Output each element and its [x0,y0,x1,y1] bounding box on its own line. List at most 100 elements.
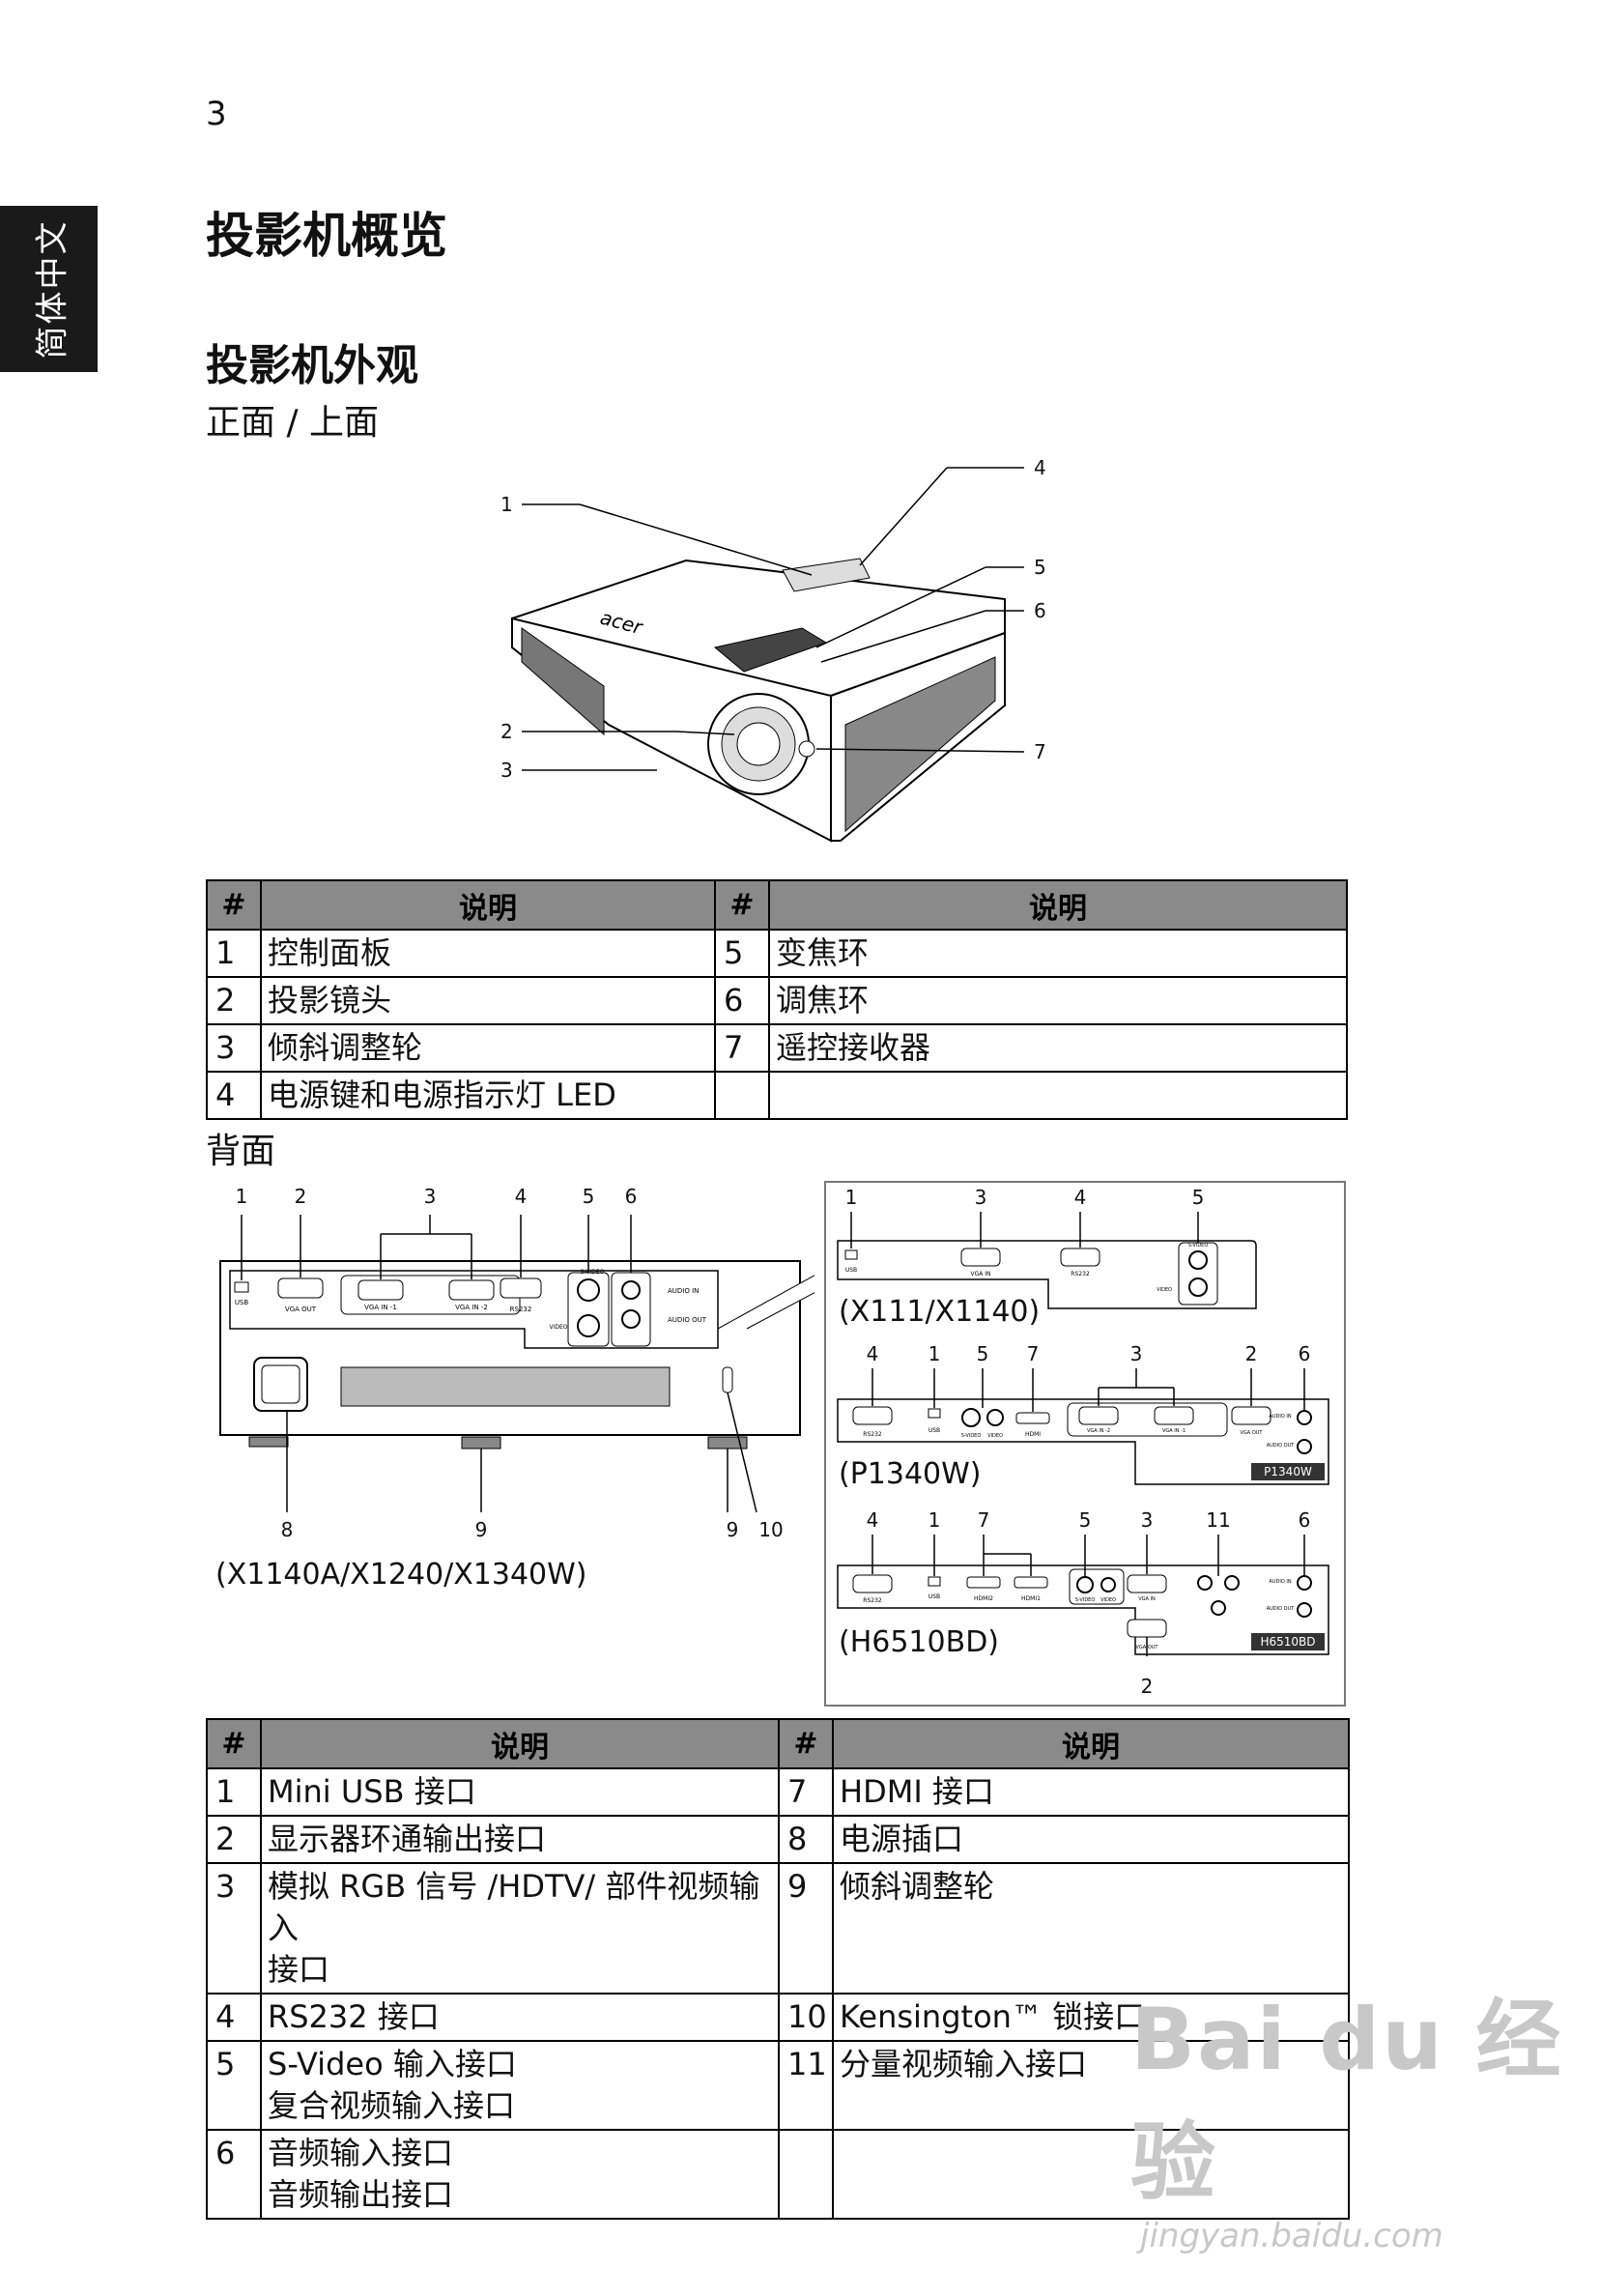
svg-text:AUDIO OUT: AUDIO OUT [1267,1606,1296,1612]
svg-text:9: 9 [727,1518,739,1541]
svg-text:VIDEO: VIDEO [549,1324,567,1331]
callout-4: 4 [1034,456,1046,479]
svg-text:4: 4 [867,1508,879,1532]
callout-7: 7 [1034,740,1046,763]
table-row: 2 显示器环通输出接口 8 电源插口 [206,1815,1350,1864]
svg-text:2: 2 [1141,1675,1154,1698]
svg-text:RS232: RS232 [863,1597,882,1604]
svg-text:VGA OUT: VGA OUT [285,1306,317,1313]
svg-text:AUDIO IN: AUDIO IN [668,1287,699,1295]
svg-text:6: 6 [1299,1342,1311,1365]
svg-text:7: 7 [1027,1342,1040,1365]
svg-text:3: 3 [1130,1342,1143,1365]
page-number: 3 [206,95,227,133]
callout-2: 2 [500,720,513,743]
col-header-desc: 说明 [260,879,716,931]
svg-text:S-VIDEO: S-VIDEO [961,1433,982,1439]
svg-text:9: 9 [475,1518,488,1541]
svg-text:VIDEO: VIDEO [1100,1597,1116,1603]
front-label: 正面 / 上面 [206,403,380,443]
callout-1: 1 [500,493,513,516]
svg-text:RS232: RS232 [863,1431,882,1438]
page-title: 投影机概览 [206,208,447,264]
svg-text:3: 3 [424,1185,437,1208]
svg-text:USB: USB [235,1299,249,1306]
svg-text:AUDIO OUT: AUDIO OUT [668,1316,707,1324]
col-header-num: # [206,879,262,931]
svg-text:2: 2 [1245,1342,1258,1365]
svg-text:VGA IN -2: VGA IN -2 [1087,1428,1110,1434]
svg-text:AUDIO IN: AUDIO IN [1269,1579,1291,1585]
svg-text:AUDIO IN: AUDIO IN [1269,1414,1291,1420]
svg-text:S-VIDEO: S-VIDEO [1188,1243,1209,1248]
svg-text:1: 1 [236,1185,248,1208]
table-row: 4 RS232 接口 10 Kensington™ 锁接口 [206,1993,1350,2042]
svg-text:VIDEO: VIDEO [987,1433,1003,1439]
projector-front-illustration: acer 1 2 3 4 5 6 7 [500,456,1046,843]
svg-text:1: 1 [929,1508,941,1532]
model-label-c: (H6510BD) [839,1625,999,1659]
language-tab: 简体中文 [0,206,98,372]
svg-text:RS232: RS232 [1071,1271,1090,1277]
col-header-desc: 说明 [768,879,1348,931]
rear-variants-illustration: USB VGA IN RS232 S-VIDEO VIDEO 1 3 4 5 R… [837,1186,1329,1698]
svg-text:USB: USB [929,1593,940,1600]
model-label-b: (P1340W) [839,1457,982,1491]
svg-text:HDMI1: HDMI1 [1021,1595,1041,1602]
svg-text:3: 3 [975,1186,987,1209]
svg-text:7: 7 [978,1508,990,1532]
svg-text:5: 5 [1079,1508,1092,1532]
svg-text:2: 2 [295,1185,307,1208]
svg-text:USB: USB [929,1427,940,1434]
callout-5: 5 [1034,556,1046,579]
col-header-num: # [714,879,770,931]
rear-variants-inset [824,1181,1346,1707]
svg-text:11: 11 [1206,1508,1230,1532]
svg-text:1: 1 [929,1342,941,1365]
svg-text:4: 4 [1074,1186,1087,1209]
svg-text:5: 5 [583,1185,595,1208]
table-row: 1 Mini USB 接口 7 HDMI 接口 [206,1767,1350,1817]
svg-text:VIDEO: VIDEO [1157,1287,1172,1293]
svg-text:6: 6 [625,1185,638,1208]
rear-label: 背面 [206,1132,276,1171]
baidu-watermark: Bai du 经验 jingyan.baidu.com [1130,1990,1563,2255]
svg-text:8: 8 [281,1518,294,1541]
svg-text:USB: USB [845,1267,857,1274]
svg-text:VGA IN -2: VGA IN -2 [455,1304,488,1311]
model-label-a: (X111/X1140) [839,1295,1041,1329]
projector-rear-illustration: USB VGA OUT VGA IN -1 VGA IN -2 RS232 S-… [219,1185,814,1541]
col-header-num: # [206,1718,262,1769]
callout-6: 6 [1034,599,1046,622]
svg-text:VGA IN: VGA IN [970,1271,990,1277]
svg-text:4: 4 [515,1185,528,1208]
svg-text:VGA IN: VGA IN [1138,1596,1156,1602]
svg-text:6: 6 [1299,1508,1311,1532]
svg-text:VGA OUT: VGA OUT [1241,1430,1264,1436]
svg-text:S-VIDEO: S-VIDEO [1075,1597,1096,1603]
svg-text:VGA IN -1: VGA IN -1 [364,1304,397,1311]
svg-text:5: 5 [1192,1186,1205,1209]
table-row: 5 S-Video 输入接口复合视频输入接口 11 分量视频输入接口 [206,2040,1350,2131]
table-row: 3 模拟 RGB 信号 /HDTV/ 部件视频输入接口 9 倾斜调整轮 [206,1862,1350,1995]
table-row: 6 音频输入接口音频输出接口 [206,2129,1350,2220]
svg-text:HDMI2: HDMI2 [974,1595,993,1602]
model-label-main: (X1140A/X1240/X1340W) [215,1558,587,1592]
col-header-num: # [778,1718,834,1769]
svg-text:10: 10 [758,1518,783,1541]
svg-text:HDMI: HDMI [1025,1431,1041,1438]
svg-text:P1340W: P1340W [1264,1465,1312,1478]
svg-text:AUDIO OUT: AUDIO OUT [1267,1443,1296,1449]
svg-text:S-VIDEO: S-VIDEO [581,1269,605,1276]
col-header-desc: 说明 [260,1718,780,1769]
svg-text:RS232: RS232 [510,1306,532,1313]
svg-text:VGA IN -1: VGA IN -1 [1162,1428,1186,1434]
rear-description-table: # 说明 # 说明 1 Mini USB 接口 7 HDMI 接口 2 显示器环… [206,1718,1350,2220]
svg-text:H6510BD: H6510BD [1260,1635,1315,1649]
svg-text:3: 3 [1141,1508,1154,1532]
